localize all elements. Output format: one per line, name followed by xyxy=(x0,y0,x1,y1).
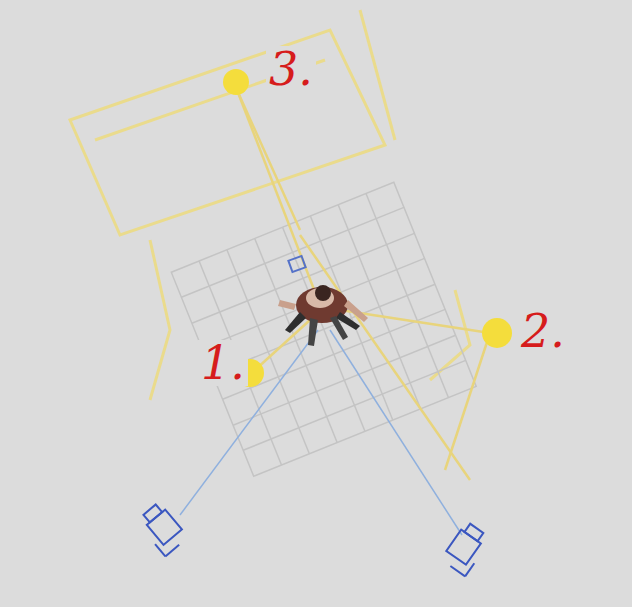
light-bulb xyxy=(223,69,249,95)
callout-number: 3. xyxy=(266,46,316,92)
light-bulb xyxy=(482,318,512,348)
area-light-outline xyxy=(70,10,470,400)
camera-icon xyxy=(136,502,492,576)
light-direction-lines xyxy=(237,90,490,480)
camera-view-lines xyxy=(180,330,462,535)
human-figure xyxy=(278,285,368,346)
target-marker xyxy=(288,256,305,272)
callout-number: 2. xyxy=(518,308,568,354)
callout-number: 1. xyxy=(198,340,248,386)
floor-grid xyxy=(171,182,476,476)
